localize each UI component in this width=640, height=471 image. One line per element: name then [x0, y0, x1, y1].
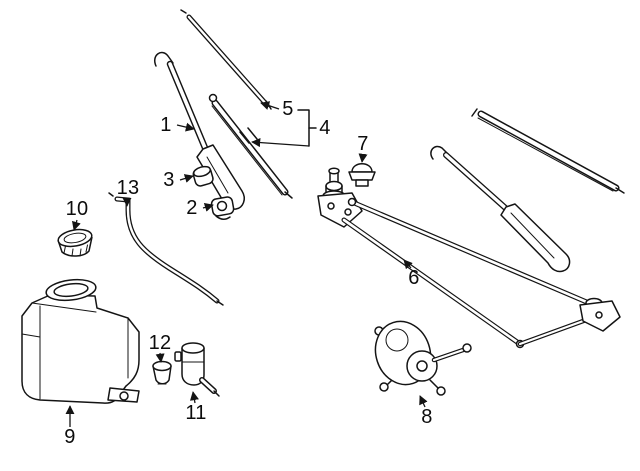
wiper-motor-part: [374, 320, 472, 396]
pivot-nut-part: [348, 163, 376, 187]
leader-lines: [65, 101, 428, 427]
wiper-blade-insert-part: [180, 9, 272, 110]
wiper-arm-part: [154, 51, 245, 210]
wiper-linkage-part: [317, 167, 621, 349]
wiper-arm-right-part: [430, 145, 571, 273]
wiper-blade-part: [208, 93, 293, 199]
reservoir-cap-part: [57, 228, 93, 257]
pivot-grommet-part: [210, 196, 235, 220]
wiper-blade-right-part: [471, 108, 625, 194]
pivot-cap-part: [192, 165, 214, 187]
pump-grommet-part: [152, 360, 172, 385]
washer-hose-part: [108, 192, 224, 306]
washer-pump-part: [174, 342, 220, 397]
washer-reservoir-part: [21, 278, 140, 404]
